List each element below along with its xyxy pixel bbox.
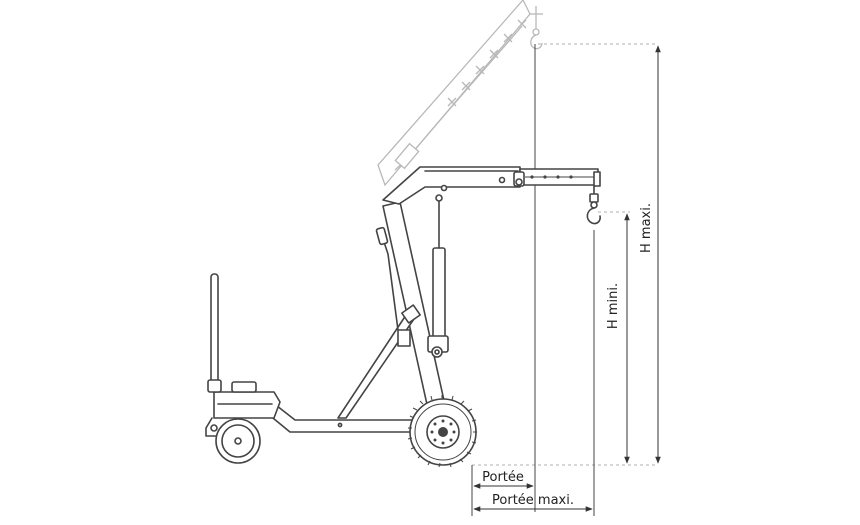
boom (382, 166, 601, 205)
reach-label: Portée (482, 470, 524, 485)
dimension-h-min: H mini. (606, 213, 630, 464)
h-max-label: H maxi. (639, 203, 654, 253)
hydraulic-cylinder (375, 194, 449, 358)
crane-hook (586, 185, 601, 225)
dimension-reach-max: Portée maxi. (473, 493, 593, 512)
front-wheel (407, 395, 477, 468)
guide-lines (472, 43, 658, 466)
raised-boom-ghost (377, 0, 543, 187)
reach-max-label: Portée maxi. (492, 493, 574, 508)
chassis (205, 273, 426, 464)
h-min-label: H mini. (606, 283, 621, 329)
mast (337, 201, 448, 419)
dimension-h-max: H maxi. (639, 45, 661, 464)
dimension-reach: Portée (471, 230, 595, 516)
